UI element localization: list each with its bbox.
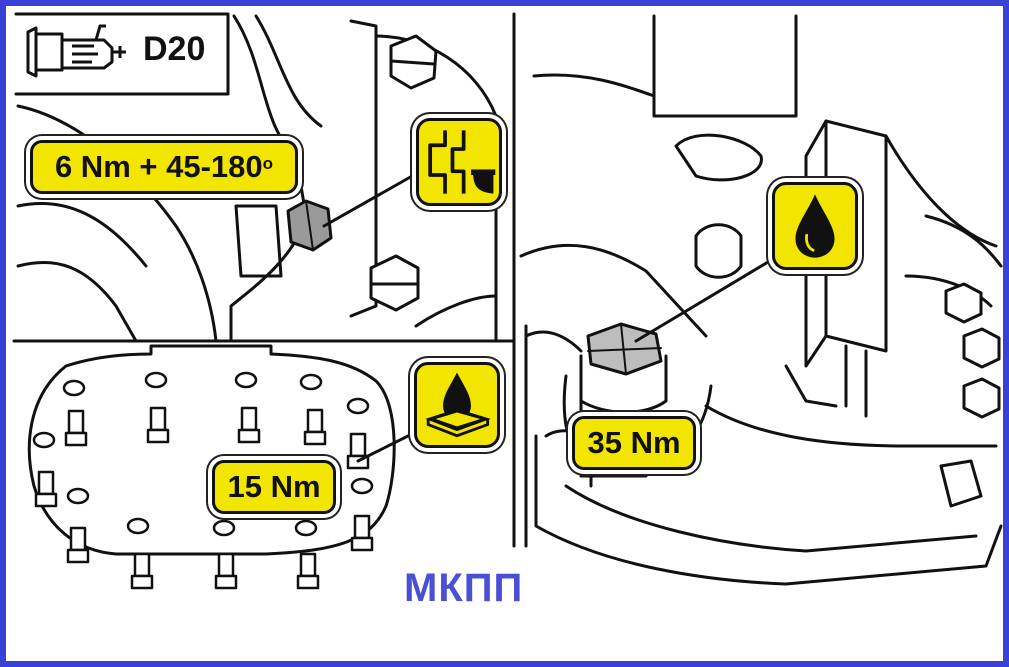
- oil-drop-icon: [795, 194, 835, 258]
- housing-top-left: [16, 14, 498, 343]
- line-art: [12, 12, 1003, 590]
- cover-bolts-torque-callout: 15 Nm: [212, 460, 336, 514]
- housing-right: [519, 14, 1003, 586]
- drain-plug-torque-text: 6 Nm + 45-180: [54, 149, 263, 184]
- leader-cover-bolt: [356, 429, 420, 463]
- gearbox-icon: [26, 24, 126, 78]
- cover-bolts-torque-text: 15 Nm: [227, 469, 321, 504]
- cover-plate: [27, 344, 396, 556]
- bolt-top-left-lower: [369, 254, 420, 312]
- seal-washer-icon-box: [416, 118, 502, 206]
- model-box: [14, 12, 230, 96]
- cover-holes: [32, 371, 374, 537]
- fill-plug-torque-callout: 35 Nm: [572, 416, 696, 470]
- oil-drop-icon-box: [772, 182, 858, 270]
- bolt-top-left-upper: [389, 34, 438, 90]
- caption-label: МКПП: [404, 566, 524, 610]
- fill-plug-torque-text: 35 Nm: [587, 425, 681, 460]
- oil-drop-sealant-icon: [425, 372, 491, 438]
- seal-washer-icon: [428, 130, 496, 194]
- drain-plug: [286, 169, 423, 252]
- degree-mark: o: [262, 153, 274, 173]
- housing-right-bolts: [944, 282, 1001, 419]
- fill-plug: [579, 254, 780, 414]
- gearbox-model-label: D20: [143, 30, 206, 68]
- cover-bolts: [34, 406, 374, 590]
- oil-drop-sealant-icon-box: [414, 362, 500, 448]
